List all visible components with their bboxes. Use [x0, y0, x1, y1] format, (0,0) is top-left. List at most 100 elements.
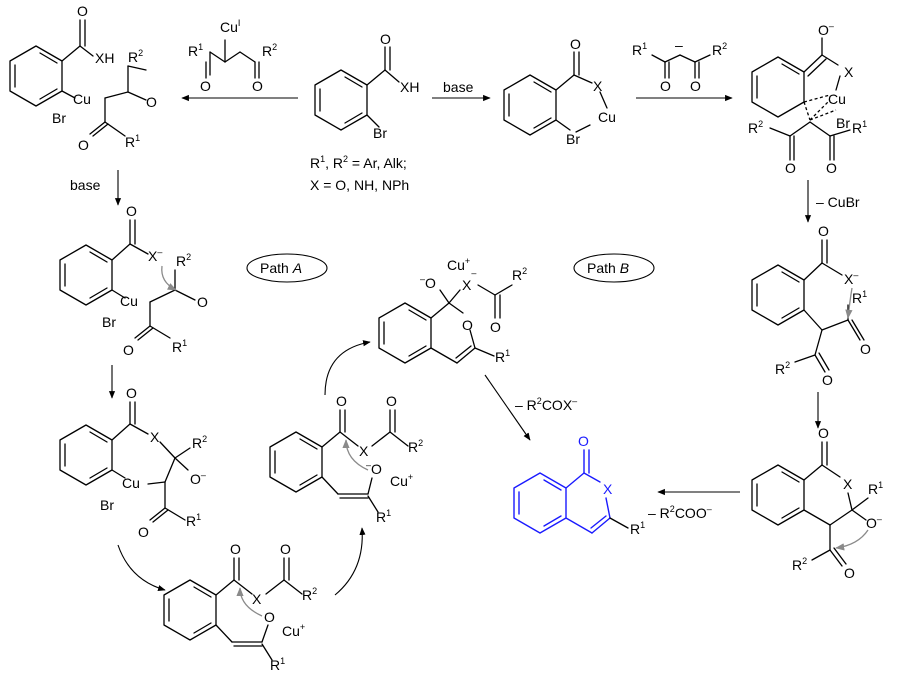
svg-text:XH: XH: [95, 50, 114, 66]
svg-text:O: O: [578, 433, 589, 449]
svg-text:Path A: Path A: [260, 260, 302, 276]
curve-arrow-a-2: [117, 544, 166, 592]
svg-text:Br: Br: [566, 131, 580, 147]
svg-text:R1: R1: [376, 508, 391, 525]
svg-text:X–: X–: [844, 270, 858, 287]
svg-text:Br: Br: [52, 110, 66, 126]
svg-text:Br: Br: [100, 497, 114, 513]
product-isocoumarin: O X R1: [513, 433, 645, 537]
svg-text:– R2COX–: – R2COX–: [515, 396, 577, 413]
svg-text:–O: –O: [420, 274, 436, 291]
svg-text:O: O: [200, 78, 211, 94]
svg-text:O: O: [818, 425, 829, 441]
svg-text:– R2COO–: – R2COO–: [648, 504, 712, 521]
svg-text:R2: R2: [712, 41, 727, 58]
diketonate-reagent: R1 R2 – O O: [632, 37, 727, 94]
svg-text:R2: R2: [262, 42, 277, 59]
svg-text:R1: R1: [852, 119, 867, 136]
svg-text:O: O: [280, 541, 291, 557]
path-b-ellipse: [573, 253, 655, 283]
path-b-intermediate-1: O X– R1 O R2 O: [751, 223, 871, 388]
svg-text:R2: R2: [128, 48, 143, 65]
svg-text:O: O: [78, 137, 89, 153]
svg-text:–O: –O: [366, 460, 382, 477]
tetrahedral-intermediate: –O Cu+ X– R2 O O R1: [378, 256, 527, 365]
svg-text:R1, R2 = Ar, Alk;: R1, R2 = Ar, Alk;: [310, 154, 407, 171]
svg-text:R2: R2: [775, 360, 790, 377]
svg-text:– CuBr: – CuBr: [816, 194, 860, 210]
svg-text:O: O: [252, 78, 263, 94]
svg-text:R1: R1: [172, 338, 187, 355]
svg-text:R2: R2: [792, 556, 807, 573]
svg-text:R1: R1: [270, 656, 285, 673]
svg-text:X: X: [359, 443, 369, 459]
cu-reagent: CuI R1 R2 O O: [188, 18, 277, 94]
svg-text:X: X: [593, 78, 603, 94]
svg-text:O–: O–: [866, 514, 882, 531]
svg-text:R1: R1: [632, 41, 647, 58]
cu-chelate: O X Cu Br: [503, 36, 616, 147]
svg-text:O: O: [386, 393, 397, 409]
svg-text:R1: R1: [188, 42, 203, 59]
path-b-intermediate-2: O X R1 O– R2 O: [751, 425, 883, 581]
svg-text:O: O: [844, 565, 855, 581]
svg-text:O: O: [126, 203, 137, 219]
svg-text:O: O: [462, 317, 473, 333]
svg-text:O: O: [860, 341, 871, 357]
svg-text:R1: R1: [125, 133, 140, 150]
svg-text:Cu: Cu: [120, 293, 138, 309]
start-material: O XH Br: [314, 31, 419, 141]
svg-text:O: O: [690, 78, 701, 94]
arrow-to-product-a: [484, 374, 531, 441]
atom-o: O: [380, 31, 391, 47]
svg-text:O: O: [570, 36, 581, 52]
svg-text:O: O: [126, 385, 137, 401]
svg-text:R2: R2: [176, 252, 191, 269]
svg-text:O: O: [146, 94, 157, 110]
curve-arrow-a-3: [334, 527, 366, 596]
svg-text:Path B: Path B: [587, 260, 629, 276]
pi-complex: O– X Cu Br R2 R1 O O: [748, 21, 867, 176]
svg-text:R2: R2: [512, 266, 527, 283]
svg-text:Br: Br: [102, 314, 116, 330]
path-a-intermediate-2: O X R2 O– Cu Br O R1: [59, 385, 207, 540]
svg-text:R1: R1: [495, 348, 510, 365]
svg-text:Cu: Cu: [122, 475, 140, 491]
svg-text:base: base: [443, 79, 474, 95]
svg-text:Cu: Cu: [828, 91, 846, 107]
left-cu-complex: O XH R2 O Cu Br O R1: [9, 3, 157, 153]
svg-text:O: O: [264, 609, 275, 625]
svg-text:X: X: [843, 476, 853, 492]
svg-text:R1: R1: [852, 289, 867, 306]
svg-text:O: O: [785, 160, 796, 176]
path-a-intermediate-1: O X– R2 O Cu Br O R1: [59, 203, 208, 358]
svg-text:Cu+: Cu+: [390, 472, 413, 489]
substituent-definitions: R1, R2 = Ar, Alk; X = O, NH, NPh: [310, 154, 409, 193]
svg-text:R1: R1: [630, 520, 645, 537]
path-a-ellipse: [246, 253, 328, 283]
svg-text:O: O: [826, 160, 837, 176]
svg-text:O: O: [490, 319, 501, 335]
path-a-intermediate-3: O X O R2 O Cu+ R1: [163, 541, 317, 673]
svg-text:R1: R1: [868, 480, 883, 497]
svg-text:X: X: [844, 64, 854, 80]
svg-text:Cu: Cu: [598, 109, 616, 125]
svg-text:O: O: [822, 372, 833, 388]
svg-text:R2: R2: [408, 438, 423, 455]
svg-text:Cu: Cu: [73, 91, 91, 107]
curve-arrow-a-4: [324, 340, 371, 396]
svg-text:O–: O–: [190, 470, 206, 487]
svg-text:CuI: CuI: [220, 18, 240, 35]
svg-text:X: X: [252, 591, 262, 607]
atom-xh: XH: [400, 79, 419, 95]
svg-text:O: O: [123, 342, 134, 358]
svg-text:Br: Br: [836, 115, 850, 131]
svg-text:X–: X–: [148, 247, 162, 264]
svg-text:O: O: [818, 223, 829, 239]
svg-text:O: O: [230, 541, 241, 557]
svg-text:Cu+: Cu+: [447, 256, 470, 273]
svg-text:O: O: [197, 294, 208, 310]
atom-br: Br: [373, 125, 387, 141]
svg-text:base: base: [70, 177, 101, 193]
